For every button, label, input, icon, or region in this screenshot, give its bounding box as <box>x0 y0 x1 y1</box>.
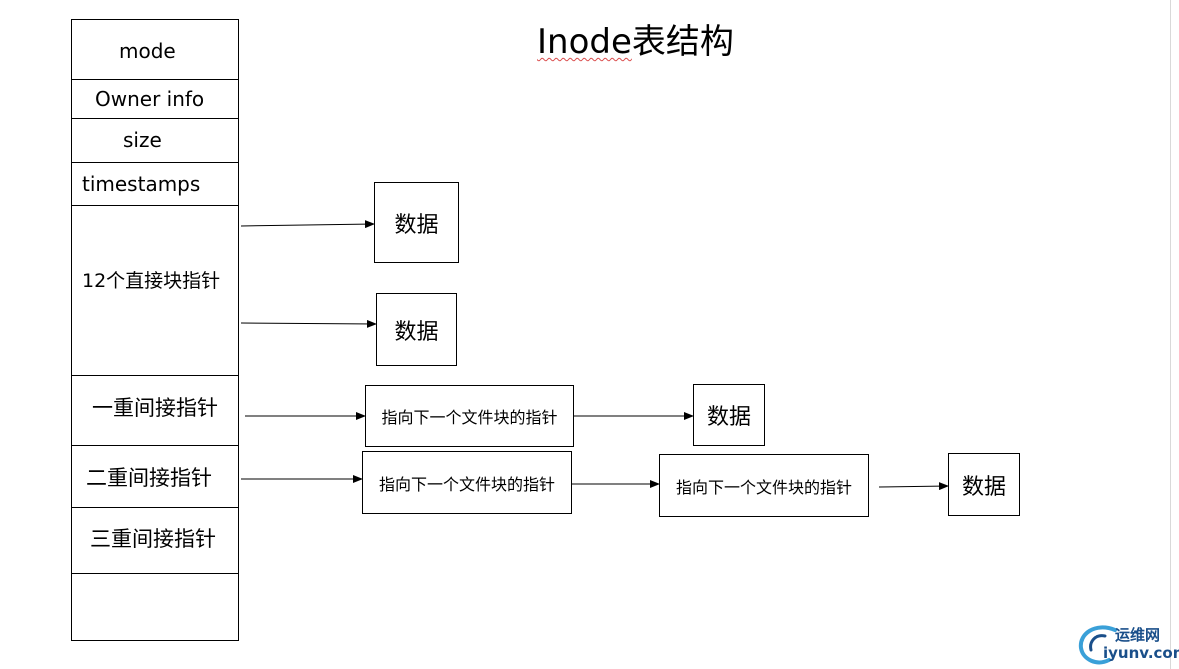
inode-table <box>71 19 239 641</box>
field-single-indirect: 一重间接指针 <box>92 396 218 420</box>
arrow-direct-1 <box>240 220 375 229</box>
field-triple-indirect: 三重间接指针 <box>90 527 216 551</box>
arrow-direct-2 <box>240 319 377 328</box>
divider <box>71 375 239 376</box>
watermark-swirl-icon <box>1078 625 1117 665</box>
pointer-label: 指向下一个文件块的指针 <box>675 477 852 497</box>
watermark-text-cn: 运维网 <box>1115 626 1161 644</box>
data-label: 数据 <box>706 405 751 430</box>
data-label: 数据 <box>961 474 1006 500</box>
title-suffix: 表结构 <box>631 22 734 62</box>
data-block-1: 数据 <box>374 182 459 263</box>
watermark-logo: 运维网 iyunv.com <box>1075 620 1179 666</box>
divider <box>71 507 239 508</box>
field-double-indirect: 二重间接指针 <box>86 466 212 490</box>
data-block-single: 数据 <box>693 384 765 446</box>
arrow-double-to-data <box>878 482 949 491</box>
field-mode: mode <box>119 39 176 63</box>
field-timestamps: timestamps <box>82 172 201 196</box>
diagram-title: Inode表结构 <box>537 20 734 64</box>
pointer-block-double-2: 指向下一个文件块的指针 <box>659 454 869 517</box>
divider <box>71 118 239 119</box>
divider <box>71 162 239 163</box>
page-edge <box>1170 0 1171 669</box>
pointer-label: 指向下一个文件块的指针 <box>378 474 555 494</box>
data-block-2: 数据 <box>376 293 457 366</box>
data-label: 数据 <box>394 212 439 238</box>
divider <box>71 445 239 446</box>
divider <box>71 79 239 80</box>
title-main: Inode <box>537 22 632 62</box>
field-direct-pointers: 12个直接块指针 <box>82 270 221 292</box>
pointer-block-double-1: 指向下一个文件块的指针 <box>362 451 572 514</box>
data-block-double: 数据 <box>948 453 1020 516</box>
divider <box>71 205 239 206</box>
divider <box>71 573 239 574</box>
data-label: 数据 <box>394 319 439 345</box>
field-size: size <box>123 128 162 152</box>
pointer-block-single: 指向下一个文件块的指针 <box>365 385 574 447</box>
pointer-label: 指向下一个文件块的指针 <box>381 408 558 427</box>
field-owner-info: Owner info <box>95 87 205 111</box>
watermark-text-en: iyunv.com <box>1103 644 1179 662</box>
